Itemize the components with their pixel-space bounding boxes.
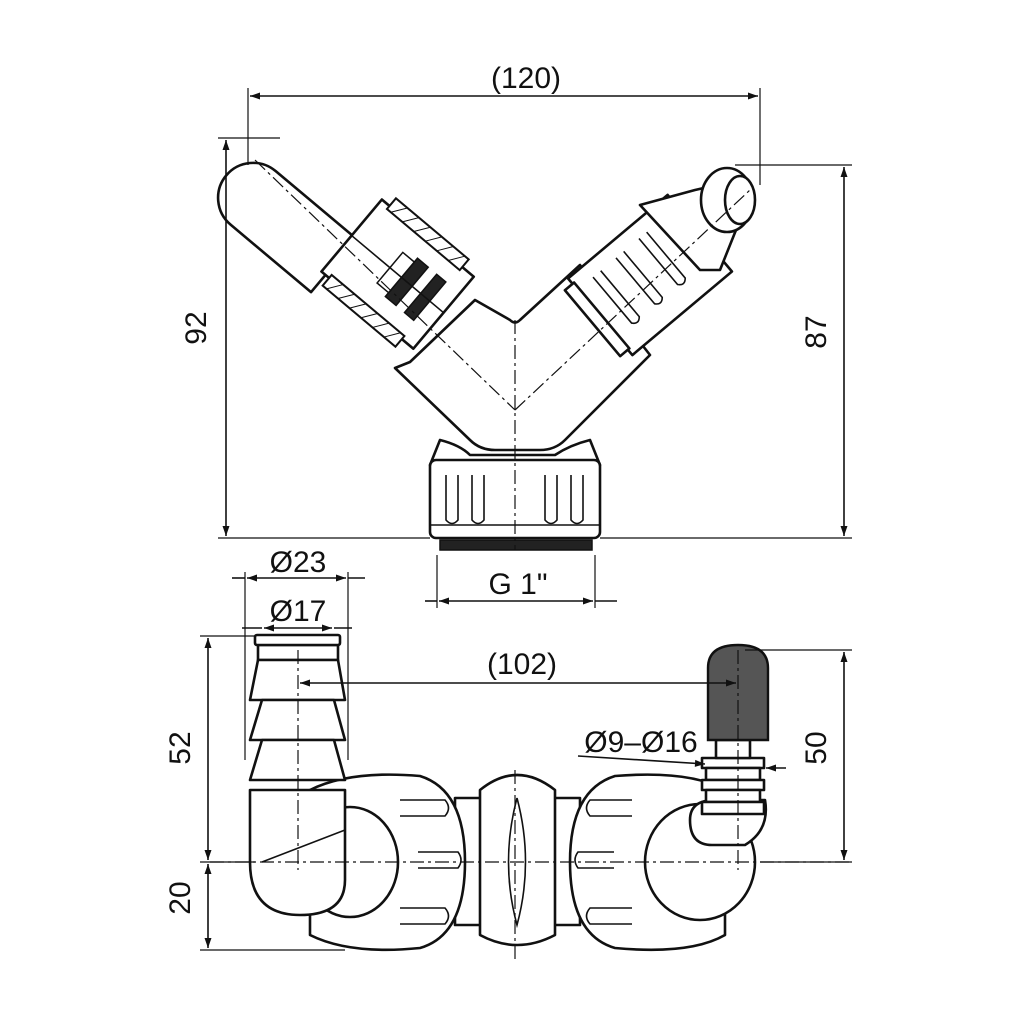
dimension-d17: Ø17 bbox=[242, 595, 352, 632]
dim-bottom-offset-label: 20 bbox=[164, 881, 197, 914]
dimension-20: 20 bbox=[164, 864, 345, 951]
dimension-hose-range: Ø9–Ø16 bbox=[577, 726, 786, 772]
dim-center-distance-label: (102) bbox=[487, 648, 557, 681]
dim-top-width-label: (120) bbox=[491, 62, 561, 95]
dim-outer-diameter-label: Ø23 bbox=[270, 546, 327, 579]
y-adapter-front-view bbox=[216, 159, 757, 551]
dimension-d23: Ø23 bbox=[232, 546, 365, 760]
dimension-92: 92 bbox=[180, 137, 430, 539]
right-valve bbox=[638, 166, 757, 272]
dimension-thread: G 1" bbox=[425, 555, 617, 608]
dim-right-height-label: 87 bbox=[800, 315, 833, 348]
right-hose-nozzle bbox=[688, 643, 770, 847]
dim-right-nozzle-height-label: 50 bbox=[800, 731, 833, 764]
dimension-87: 87 bbox=[600, 164, 852, 539]
dimension-50: 50 bbox=[745, 649, 852, 863]
dim-left-nozzle-height-label: 52 bbox=[164, 731, 197, 764]
dim-left-height-label: 92 bbox=[180, 311, 213, 344]
dimension-102: (102) bbox=[300, 648, 736, 687]
y-adapter-top-view bbox=[210, 633, 850, 960]
dimension-52: 52 bbox=[164, 635, 256, 863]
dimension-120: (120) bbox=[247, 62, 761, 185]
dim-hose-range-label: Ø9–Ø16 bbox=[584, 726, 697, 759]
dim-thread-label: G 1" bbox=[488, 568, 547, 601]
dim-inner-diameter-label: Ø17 bbox=[270, 595, 327, 628]
left-union-nut-section bbox=[320, 196, 476, 350]
